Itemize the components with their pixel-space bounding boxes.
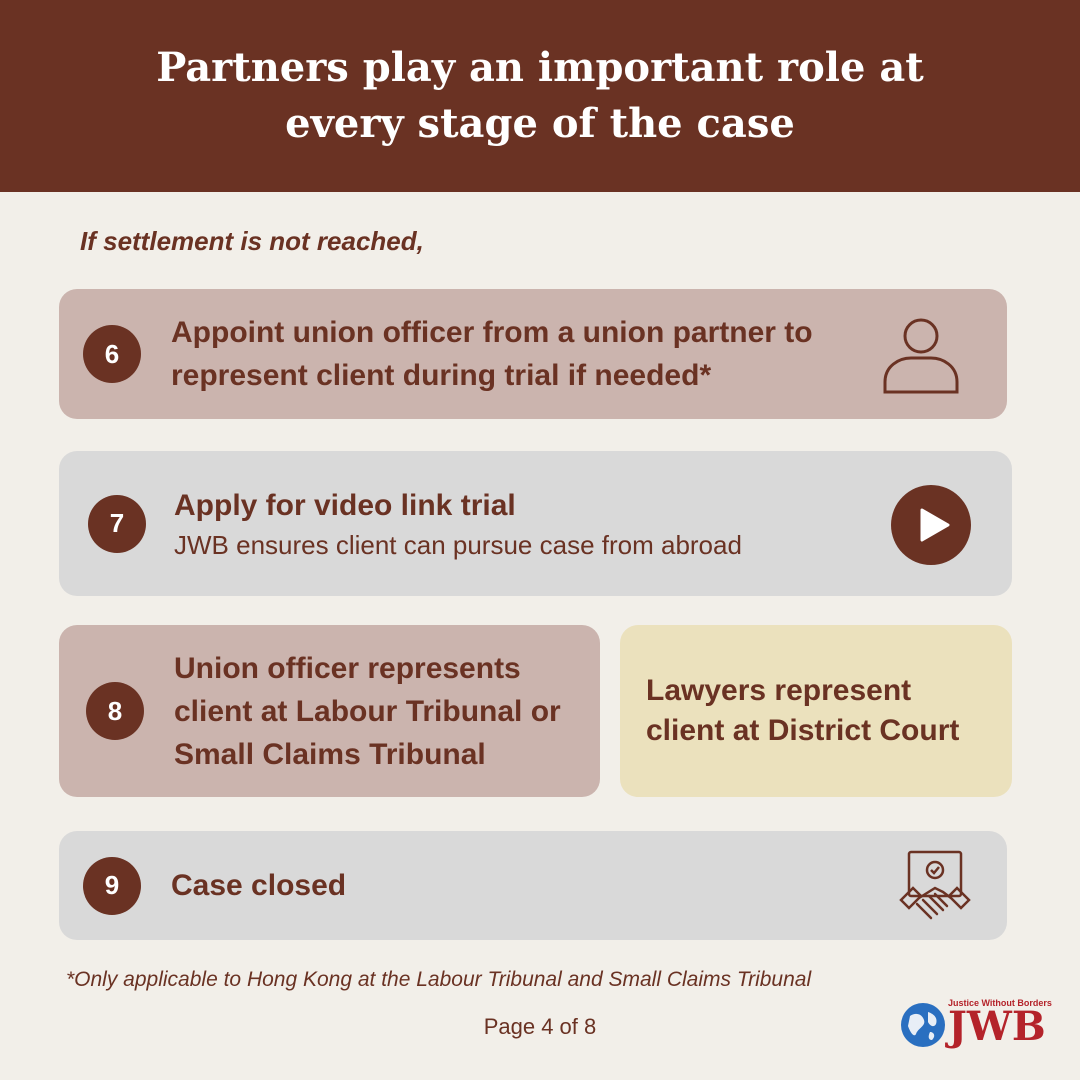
- logo-tagline: Justice Without Borders: [948, 998, 1052, 1008]
- step-8-alt-card: Lawyers represent client at District Cou…: [620, 625, 1012, 797]
- step-alt-title: Lawyers represent client at District Cou…: [646, 674, 960, 747]
- step-subtitle: JWB ensures client can pursue case from …: [174, 530, 742, 560]
- step-number-badge: 8: [86, 682, 144, 740]
- person-icon: [883, 318, 959, 394]
- intro-text: If settlement is not reached,: [80, 226, 424, 256]
- step-title: Case closed: [171, 869, 347, 902]
- step-8-card: 8 Union officer represents client at Lab…: [59, 625, 600, 797]
- step-title: Appoint union officer from a union partn…: [171, 316, 813, 392]
- play-icon: [891, 485, 971, 565]
- logo-text: JWB: [948, 1003, 1046, 1050]
- step-number-badge: 9: [83, 856, 141, 915]
- jwb-logo: Justice Without Borders JWB: [900, 998, 1052, 1054]
- page-indicator: Page 4 of 8: [483, 1014, 597, 1039]
- footnote: *Only applicable to Hong Kong at the Lab…: [66, 968, 812, 991]
- step-number-badge: 7: [88, 494, 146, 553]
- page-title: Partners play an important role at every…: [156, 44, 924, 147]
- handshake-document-icon: [899, 850, 971, 920]
- step-number-badge: 6: [83, 325, 141, 383]
- step-9-card: 9 Case closed: [59, 831, 1007, 940]
- step-6-card: 6 Appoint union officer from a union par…: [59, 289, 1007, 419]
- header-banner: Partners play an important role at every…: [0, 0, 1080, 192]
- step-title: Apply for video link trial: [174, 489, 516, 522]
- globe-icon: [901, 1003, 945, 1047]
- step-title: Union officer represents client at Labou…: [174, 651, 561, 771]
- step-7-card: 7 Apply for video link trial JWB ensures…: [59, 451, 1012, 596]
